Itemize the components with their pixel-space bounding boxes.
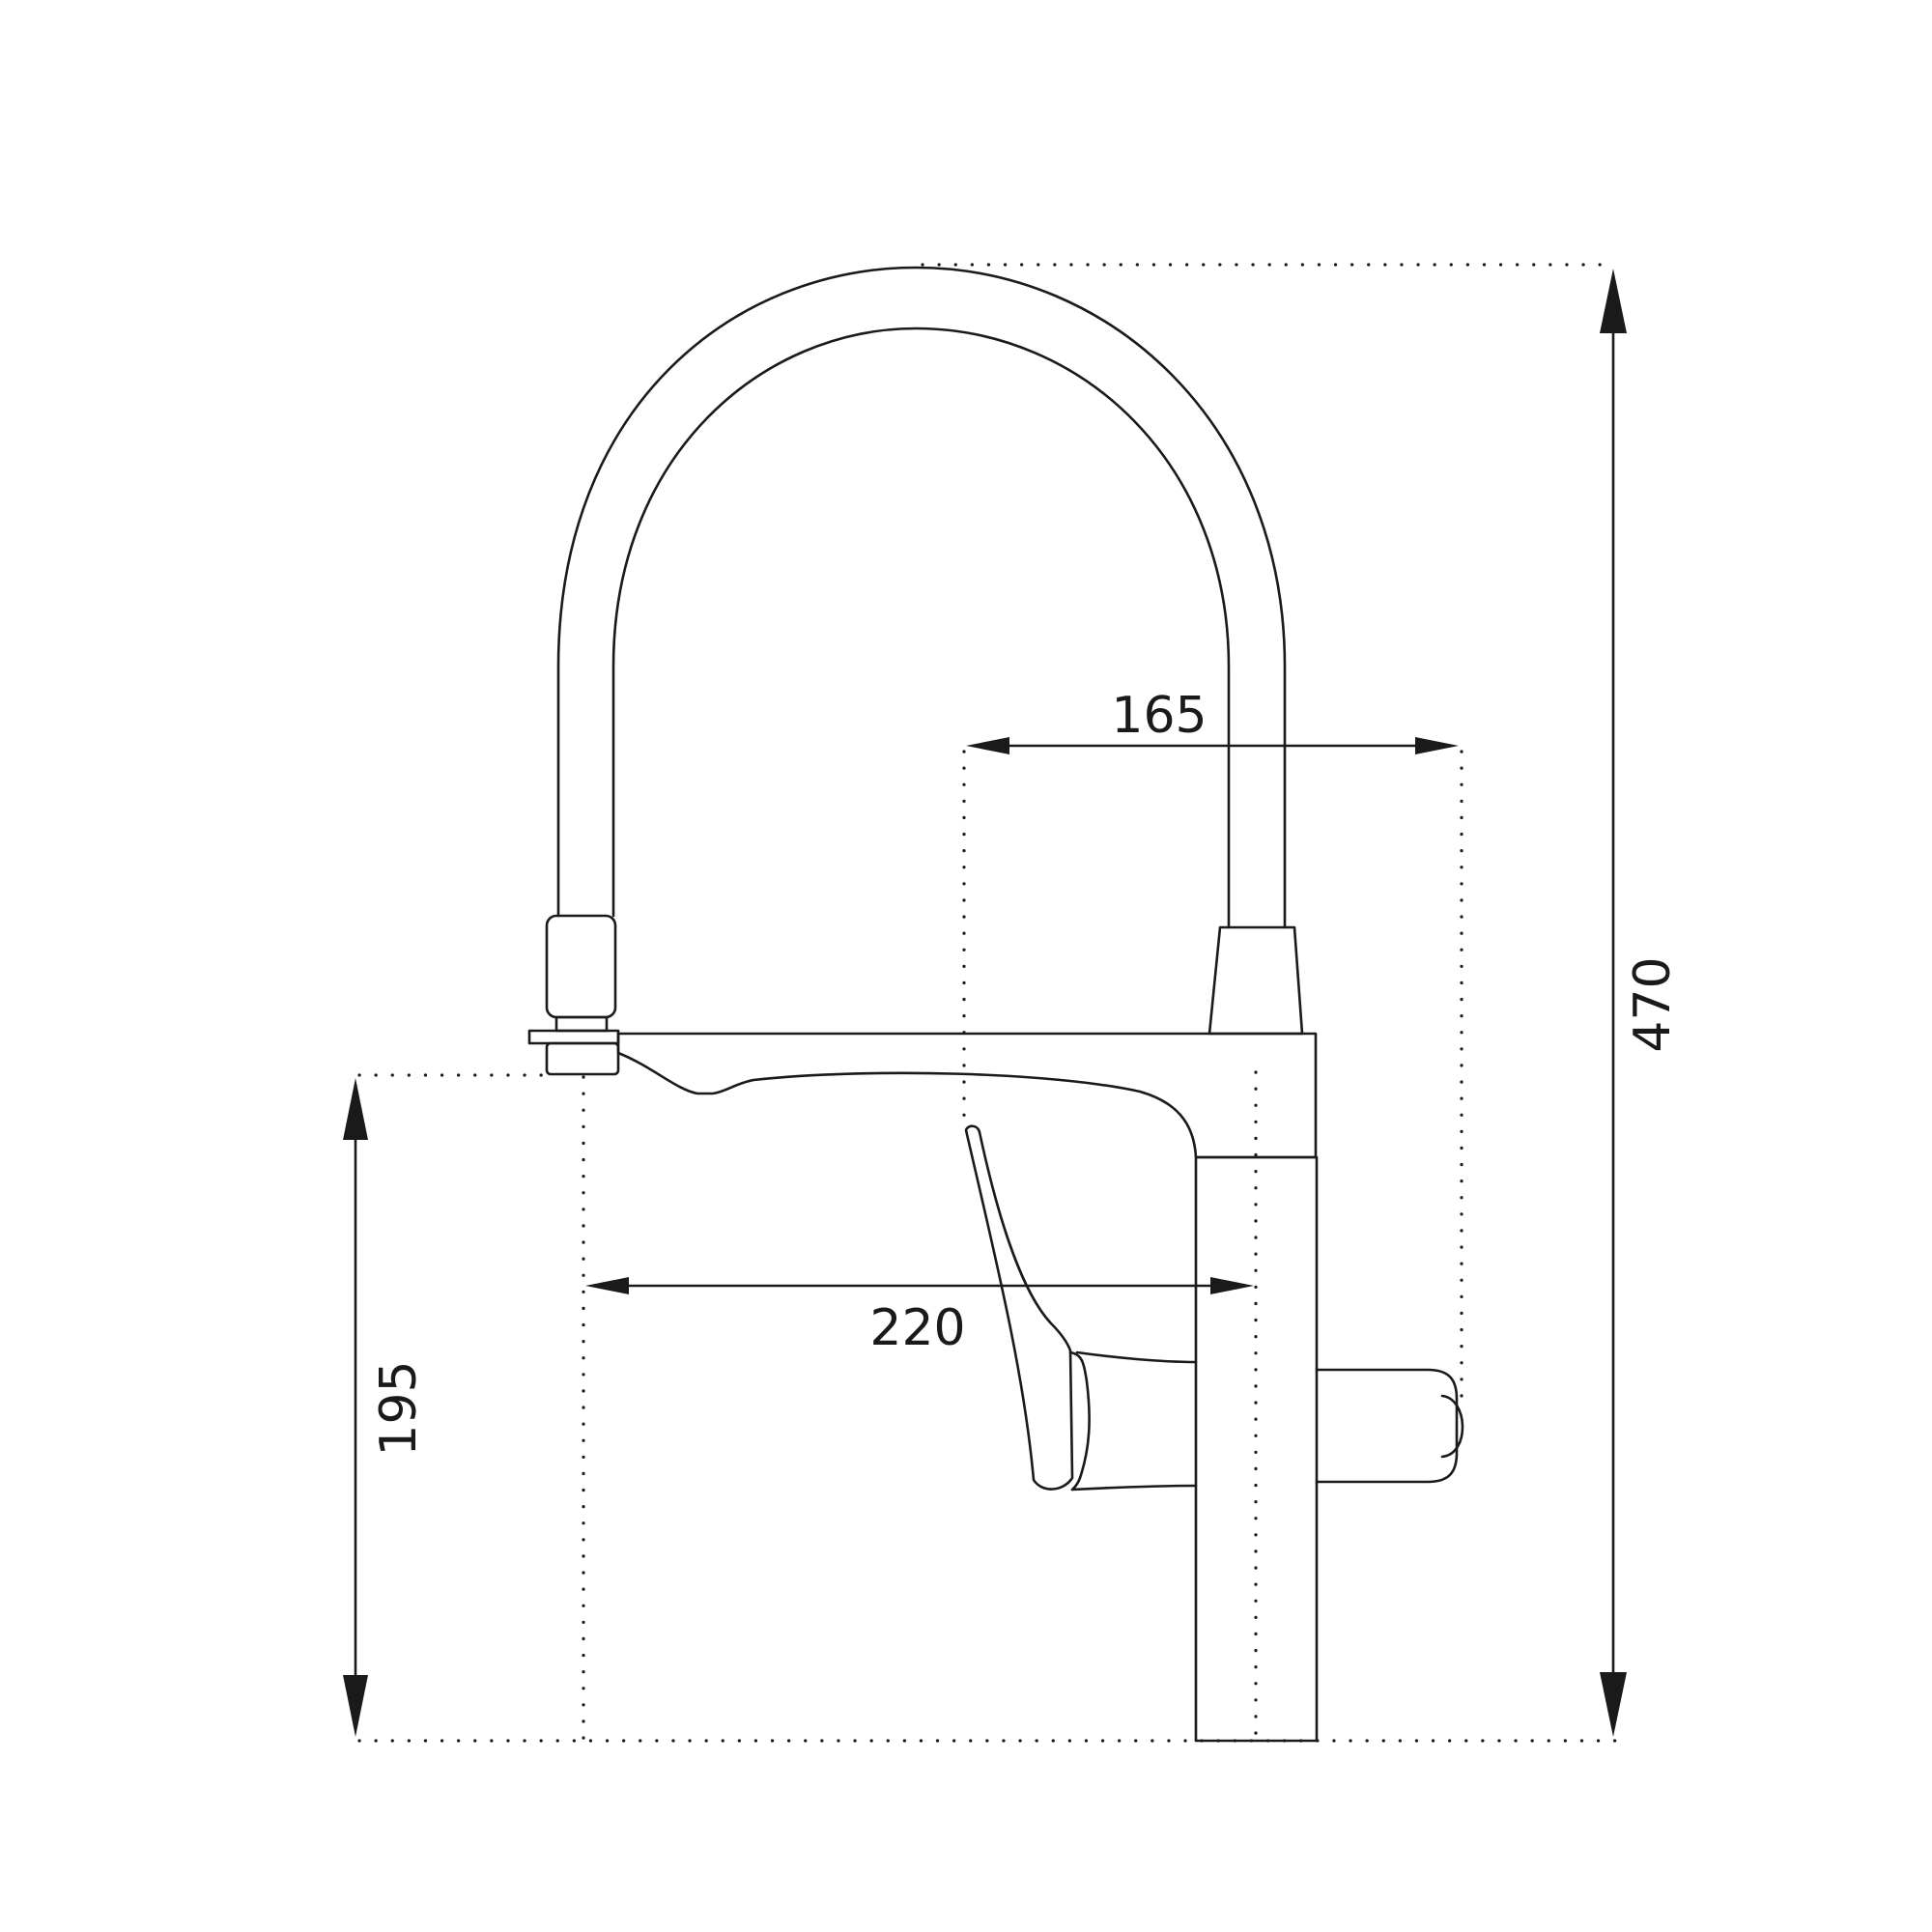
- dimension-label-195: 195: [370, 1360, 428, 1456]
- spout-holder-sleeve: [1208, 925, 1304, 1036]
- arrow-down-470: [1600, 1672, 1627, 1737]
- side-knob-cap: [1440, 1394, 1464, 1459]
- arrow-up-470: [1600, 269, 1627, 333]
- side-knob: [1315, 1368, 1459, 1484]
- dimension-spout-reach: 220: [585, 1277, 1254, 1357]
- arrow-right-220: [1210, 1277, 1254, 1294]
- faucet-body-arm: [616, 1032, 1318, 1159]
- spray-head-plate: [527, 1029, 620, 1045]
- lever-hub: [1068, 1350, 1091, 1492]
- spray-head-ring: [554, 1015, 609, 1033]
- extension-lines: [357, 263, 1617, 1743]
- spout-arc-outer: [556, 266, 1287, 929]
- lever-hub-body: [1070, 1350, 1198, 1492]
- dimension-label-470: 470: [1624, 956, 1682, 1052]
- lever-handle: [964, 1124, 1074, 1491]
- arrow-left-165: [966, 737, 1009, 754]
- faucet-outline: [527, 266, 1464, 1743]
- dimension-body-depth: 165: [966, 687, 1459, 754]
- dimension-label-220: 220: [869, 1299, 965, 1357]
- spout-arc-inner: [611, 327, 1231, 929]
- spray-head-collar: [545, 914, 617, 1019]
- arrow-right-165: [1415, 737, 1459, 754]
- mounting-column: [1194, 1155, 1319, 1743]
- dimension-overall-height: 470: [1600, 269, 1682, 1737]
- spray-head-nozzle: [545, 1041, 620, 1076]
- arrow-down-195: [343, 1675, 368, 1737]
- dimension-label-165: 165: [1111, 687, 1207, 745]
- arrow-up-195: [343, 1078, 368, 1140]
- arrow-left-220: [585, 1277, 629, 1294]
- dimension-spout-height: 195: [343, 1078, 428, 1737]
